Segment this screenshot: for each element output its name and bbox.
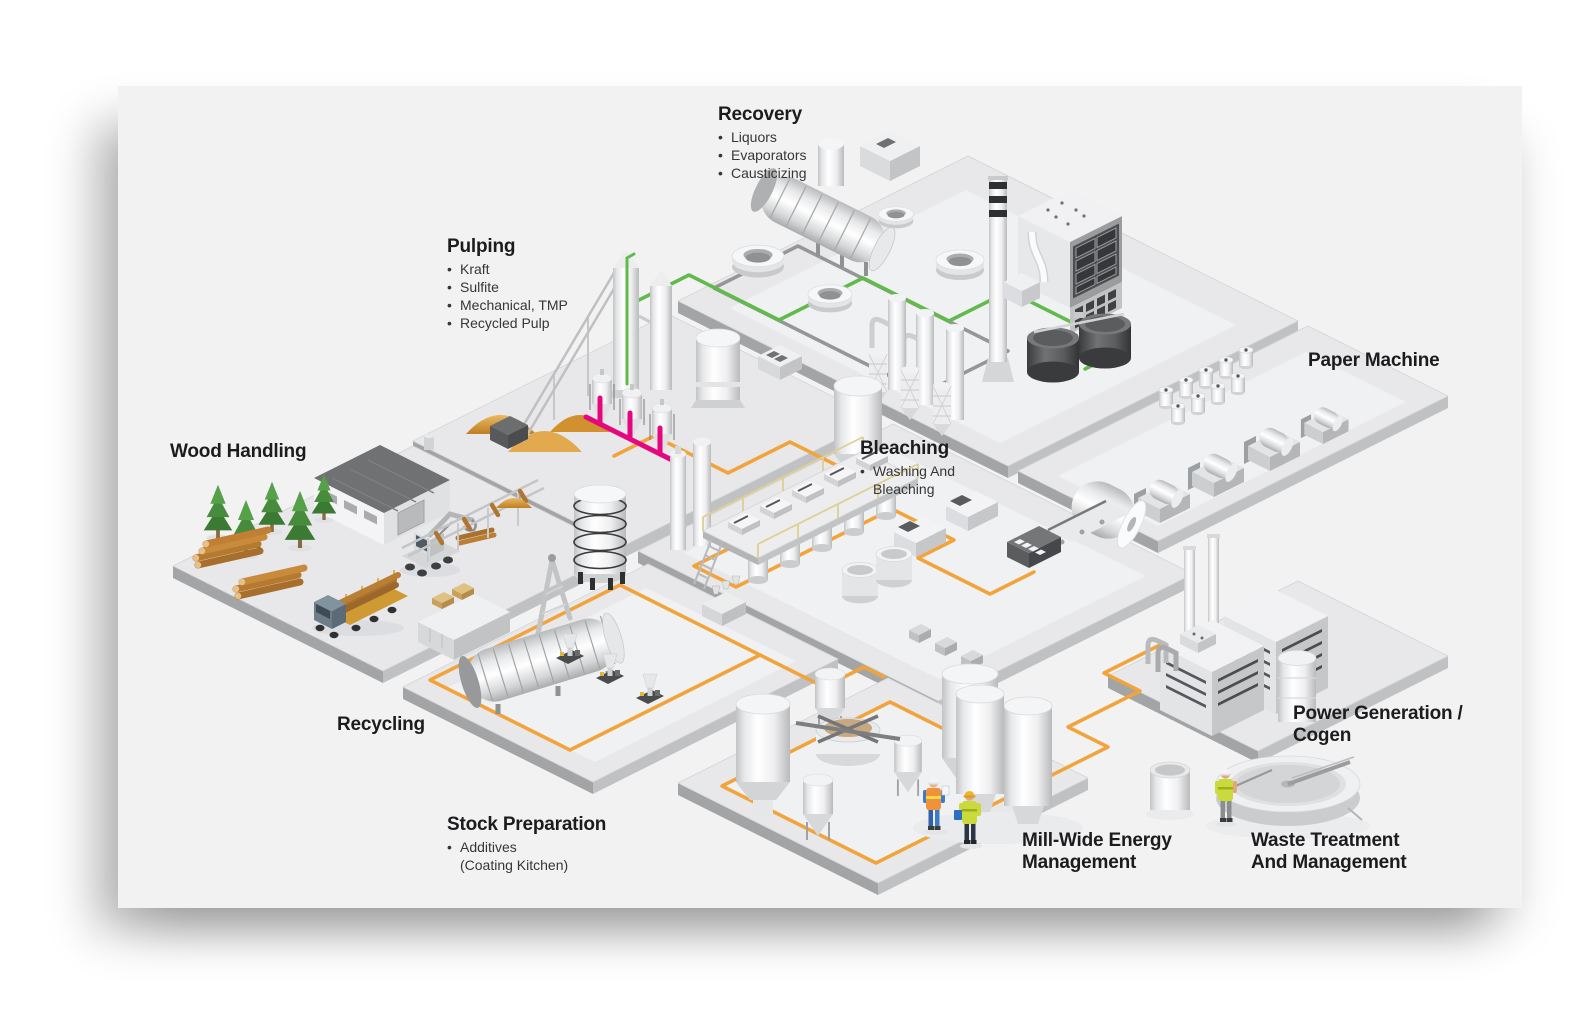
wood-handling-illustration bbox=[192, 433, 545, 639]
log-conveyor-illustration bbox=[401, 478, 545, 562]
storage-tanks-illustration bbox=[841, 546, 913, 604]
label-recovery: Recovery •Liquors •Evaporators •Caustici… bbox=[718, 104, 806, 183]
worker-illustration bbox=[923, 778, 950, 835]
mill-diagram-illustration bbox=[172, 131, 1449, 895]
liquor-tanks-illustration bbox=[1027, 312, 1131, 383]
label-mill-wide-energy: Mill-Wide Energy Management bbox=[1022, 830, 1197, 874]
mill-wide-energy-illustration bbox=[913, 684, 1083, 849]
bullet-item: •Evaporators bbox=[718, 146, 807, 163]
bullet-item-continuation: (Coating Kitchen) bbox=[460, 856, 569, 873]
label-stock-preparation: Stock Preparation •Additives (Coating Ki… bbox=[447, 814, 606, 875]
recovery-illustration bbox=[731, 131, 1131, 437]
paper-machine-illustration bbox=[1007, 346, 1349, 568]
section-title-bleaching: Bleaching bbox=[860, 438, 949, 459]
worker-illustration bbox=[1215, 768, 1273, 827]
section-title-recycling: Recycling bbox=[337, 714, 425, 735]
section-title-wood-handling: Wood Handling bbox=[170, 441, 307, 462]
recycling-illustration bbox=[418, 484, 746, 714]
section-title-stock-preparation: Stock Preparation bbox=[447, 814, 607, 835]
label-waste-treatment: Waste Treatment And Management bbox=[1251, 830, 1423, 874]
bullet-item: •Kraft bbox=[447, 260, 490, 277]
section-title-waste-treatment: Waste Treatment And Management bbox=[1251, 830, 1407, 873]
waste-treatment-illustration bbox=[1146, 755, 1370, 839]
label-power-generation: Power Generation / Cogen bbox=[1293, 703, 1483, 747]
section-title-recovery: Recovery bbox=[718, 104, 802, 125]
label-recycling: Recycling bbox=[337, 714, 425, 736]
section-title-pulping: Pulping bbox=[447, 236, 516, 257]
worker-illustration bbox=[954, 791, 982, 849]
label-bleaching: Bleaching •Washing And Bleaching bbox=[860, 438, 955, 499]
process-line-magenta bbox=[583, 395, 677, 464]
diagram-board: Recovery •Liquors •Evaporators •Caustici… bbox=[118, 86, 1522, 908]
bullet-item: •Additives bbox=[447, 838, 517, 855]
mixer-illustration bbox=[795, 714, 901, 766]
bullet-item: •Causticizing bbox=[718, 164, 807, 181]
power-plant-illustration bbox=[1145, 534, 1328, 736]
section-title-paper-machine: Paper Machine bbox=[1308, 350, 1440, 371]
log-truck-illustration bbox=[312, 570, 408, 639]
section-title-mill-wide-energy: Mill-Wide Energy Management bbox=[1022, 830, 1172, 873]
bullet-item: •Recycled Pulp bbox=[447, 314, 550, 331]
bales-illustration bbox=[432, 583, 474, 609]
pulping-illustration bbox=[466, 250, 802, 508]
section-title-power-generation: Power Generation / Cogen bbox=[1293, 703, 1463, 746]
bullet-item-continuation: Bleaching bbox=[873, 480, 935, 497]
bleaching-illustration bbox=[670, 375, 998, 669]
label-pulping: Pulping •Kraft •Sulfite •Mechanical, TMP… bbox=[447, 236, 568, 332]
log-loader-illustration bbox=[400, 511, 497, 577]
bullet-item: •Sulfite bbox=[447, 278, 499, 295]
label-wood-handling: Wood Handling bbox=[170, 441, 307, 463]
bullet-item: •Liquors bbox=[718, 128, 777, 145]
pulp-press-illustration bbox=[894, 491, 998, 557]
bullet-item: •Washing And bbox=[860, 462, 955, 479]
bullet-item: •Mechanical, TMP bbox=[447, 296, 568, 313]
label-paper-machine: Paper Machine bbox=[1308, 350, 1440, 372]
